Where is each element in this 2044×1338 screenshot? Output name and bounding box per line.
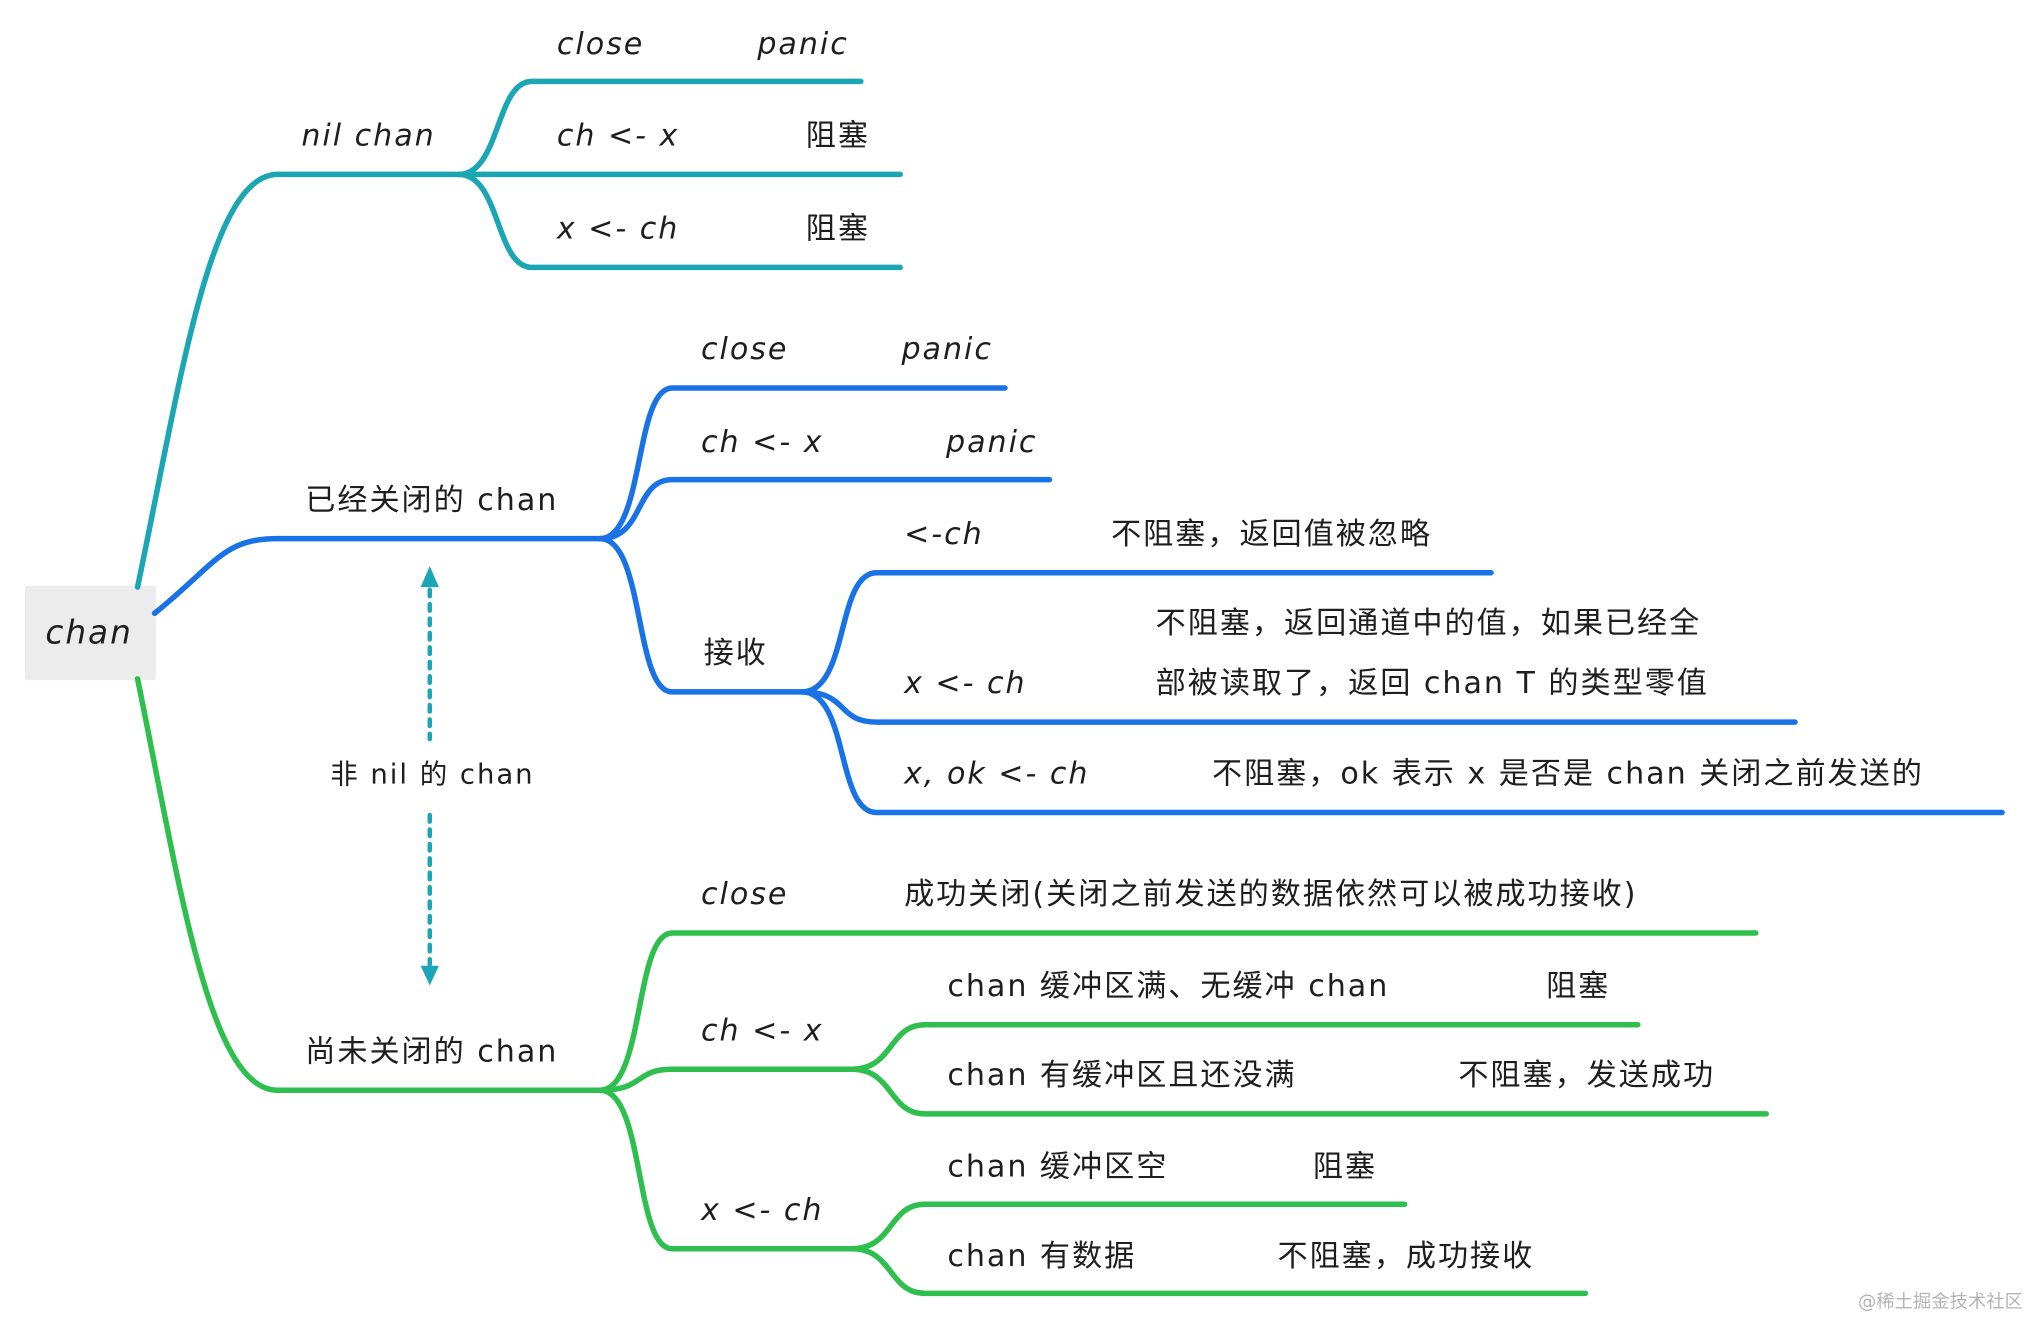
closed-close-op: close (701, 332, 788, 367)
edge-closed-receive (597, 535, 805, 695)
nil-send-result: 阻塞 (806, 119, 870, 154)
edge-receive-plain (799, 569, 1494, 695)
nil-recv-result: 阻塞 (806, 212, 870, 247)
recv-empty-result: 阻塞 (1313, 1150, 1377, 1185)
edge-nil-recv (455, 171, 903, 271)
edge-open-recv (597, 1087, 855, 1252)
receive-value-result-line-2: 部被读取了，返回 chan T 的类型零值 (1156, 666, 1709, 701)
non-nil-annotation-label: 非 nil 的 chan (330, 759, 534, 791)
recv-empty-condition: chan 缓冲区空 (947, 1150, 1168, 1185)
closed-receive-label: 接收 (704, 636, 768, 671)
receive-plain-op: <-ch (904, 517, 984, 552)
branch-closed-chan: 已经关闭的 chan close panic ch <- x panic 接收 … (151, 332, 2005, 816)
recv-has-data-result: 不阻塞，成功接收 (1278, 1239, 1535, 1274)
edge-recv-has-data (848, 1246, 1589, 1297)
receive-ok-result: 不阻塞，ok 表示 x 是否是 chan 关闭之前发送的 (1212, 757, 1924, 792)
edge-open-close (597, 930, 1759, 1093)
open-chan-label: 尚未关闭的 chan (305, 1034, 558, 1069)
send-full-condition: chan 缓冲区满、无缓冲 chan (947, 969, 1389, 1004)
edge-root-to-closed-chan (151, 535, 603, 617)
edge-open-send (597, 1066, 855, 1093)
edge-closed-close (597, 385, 1008, 542)
edge-nil-close (455, 78, 864, 178)
closed-send-op: ch <- x (701, 425, 824, 460)
send-not-full-result: 不阻塞，发送成功 (1458, 1058, 1715, 1093)
branch-nil-chan: nil chan close panic ch <- x 阻塞 x <- ch … (134, 27, 903, 590)
open-close-result: 成功关闭(关闭之前发送的数据依然可以被成功接收) (904, 877, 1637, 912)
receive-value-result-line-1: 不阻塞，返回通道中的值，如果已经全 (1156, 606, 1702, 641)
root-node: chan (24, 585, 156, 681)
non-nil-annotation: 非 nil 的 chan (330, 566, 534, 986)
edge-send-full (848, 1021, 1641, 1073)
closed-send-result: panic (945, 425, 1037, 460)
closed-chan-label: 已经关闭的 chan (305, 483, 558, 518)
edge-send-not-full (848, 1066, 1769, 1117)
root-node-label: chan (45, 613, 132, 651)
edge-root-to-nil-chan (134, 171, 462, 590)
root-node-box (24, 585, 156, 681)
recv-has-data-condition: chan 有数据 (947, 1239, 1136, 1274)
receive-ok-op: x, ok <- ch (903, 757, 1089, 792)
send-full-result: 阻塞 (1546, 969, 1610, 1004)
edge-receive-value (799, 689, 1798, 725)
nil-recv-op: x <- ch (556, 212, 680, 247)
arrow-down-icon (420, 965, 439, 986)
closed-close-result: panic (900, 332, 992, 367)
open-recv-label: x <- ch (700, 1193, 824, 1228)
nil-close-result: panic (756, 27, 848, 62)
edge-recv-empty (848, 1201, 1408, 1252)
open-send-label: ch <- x (701, 1013, 824, 1048)
receive-plain-result: 不阻塞，返回值被忽略 (1111, 517, 1432, 552)
open-close-op: close (701, 877, 788, 912)
edge-receive-ok (799, 689, 2005, 816)
nil-chan-label: nil chan (301, 119, 435, 154)
branch-open-chan: 尚未关闭的 chan close 成功关闭(关闭之前发送的数据依然可以被成功接收… (134, 676, 1769, 1297)
watermark: @稀土掘金技术社区 (1858, 1292, 2023, 1313)
edge-closed-send (597, 476, 1053, 542)
edge-root-to-open-chan (134, 676, 603, 1093)
nil-send-op: ch <- x (557, 119, 680, 154)
nil-close-op: close (557, 27, 644, 62)
arrow-up-icon (420, 566, 439, 588)
send-not-full-condition: chan 有缓冲区且还没满 (947, 1058, 1296, 1093)
receive-value-op: x <- ch (903, 666, 1027, 701)
